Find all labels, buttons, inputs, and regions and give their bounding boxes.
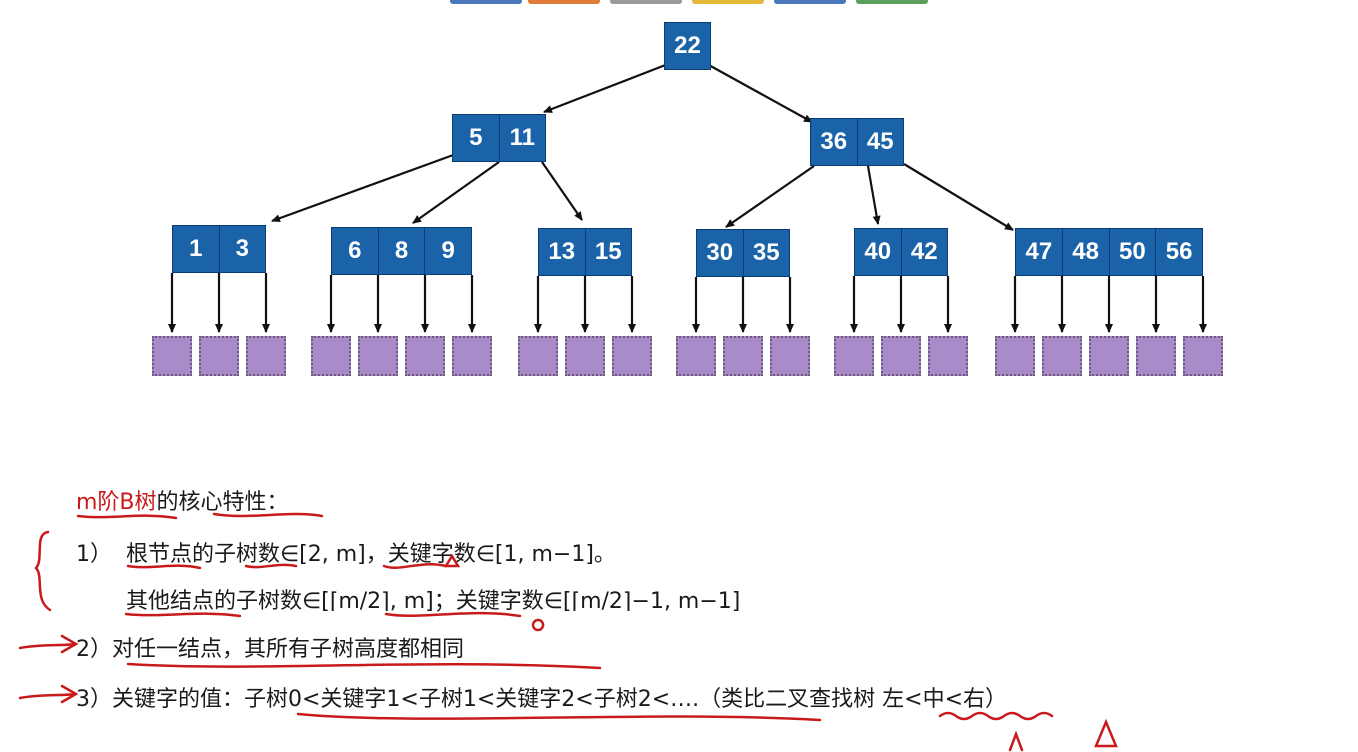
null-leaf — [1089, 336, 1129, 376]
root-node: 22 — [664, 22, 711, 70]
top-tab-2 — [528, 0, 600, 4]
null-leaf — [358, 336, 398, 376]
node-key: 36 — [820, 128, 848, 155]
notes-heading: m阶B树的核心特性： — [76, 484, 289, 516]
item2: 2）对任一结点，其所有子树高度都相同 — [76, 637, 464, 662]
leaf-level-node-5: 40 42 — [854, 228, 948, 276]
node-key: 45 — [856, 119, 904, 165]
null-leaf — [152, 336, 192, 376]
top-tab-6 — [856, 0, 928, 4]
null-leaf — [834, 336, 874, 376]
node-key: 11 — [498, 115, 546, 161]
node-key: 5 — [469, 124, 483, 151]
heading-red-text: m阶B树 — [76, 490, 157, 515]
top-tab-1 — [450, 0, 522, 4]
item1-number: 1） — [76, 542, 112, 567]
top-tab-4 — [692, 0, 764, 4]
node-key: 50 — [1108, 229, 1156, 275]
node-key: 1 — [189, 235, 203, 262]
node-key: 30 — [706, 239, 734, 266]
edge-root-right — [706, 63, 813, 123]
item1-line2: 其他结点的子树数∈[⌈m/2⌉, m]；关键字数∈[⌈m/2⌉−1, m−1] — [126, 589, 741, 614]
node-key: 6 — [348, 237, 362, 264]
item3: 3）关键字的值：子树0<关键字1<子树1<关键字2<子树2<….（类比二叉查找树… — [76, 687, 1008, 712]
node-key: 3 — [218, 226, 266, 272]
null-leaf — [612, 336, 652, 376]
null-leaf — [676, 336, 716, 376]
null-leaf — [246, 336, 286, 376]
null-leaf — [311, 336, 351, 376]
null-leaf — [1183, 336, 1223, 376]
null-leaf — [565, 336, 605, 376]
node-key: 48 — [1061, 229, 1109, 275]
null-leaf — [770, 336, 810, 376]
null-leaf — [928, 336, 968, 376]
null-leaf — [452, 336, 492, 376]
node-key: 9 — [424, 228, 471, 274]
null-leaf — [995, 336, 1035, 376]
edge-l1-1-1 — [271, 152, 457, 223]
edge-l1-1-2 — [412, 161, 500, 224]
node-key: 8 — [377, 228, 425, 274]
leaf-level-node-4: 30 35 — [696, 229, 790, 277]
null-leaf — [1136, 336, 1176, 376]
null-leaf — [1042, 336, 1082, 376]
internal-node-1: 5 11 — [452, 114, 546, 162]
node-key: 47 — [1025, 238, 1053, 265]
top-tab-3 — [610, 0, 682, 4]
top-tab-5 — [774, 0, 846, 4]
edge-l1-2-2 — [866, 165, 881, 225]
edge-l1-1-3 — [541, 161, 583, 221]
node-key: 15 — [584, 229, 632, 275]
node-key: 40 — [864, 238, 892, 265]
edge-l1-2-3 — [903, 163, 1014, 231]
heading-text: 的核心特性： — [156, 490, 289, 515]
leaf-level-node-3: 13 15 — [538, 228, 632, 276]
node-key: 35 — [742, 230, 790, 276]
null-leaf — [199, 336, 239, 376]
null-leaf — [405, 336, 445, 376]
node-key: 42 — [900, 229, 948, 275]
null-leaf — [723, 336, 763, 376]
node-key: 22 — [674, 32, 701, 59]
edge-root-left — [543, 62, 669, 114]
null-leaf — [881, 336, 921, 376]
edge-l1-2-1 — [725, 165, 815, 228]
item1-line1: 根节点的子树数∈[2, m]，关键字数∈[1, m−1]。 — [126, 542, 616, 567]
node-key: 13 — [548, 238, 576, 265]
null-leaf — [518, 336, 558, 376]
internal-node-2: 36 45 — [810, 118, 904, 166]
node-key: 56 — [1155, 229, 1202, 275]
